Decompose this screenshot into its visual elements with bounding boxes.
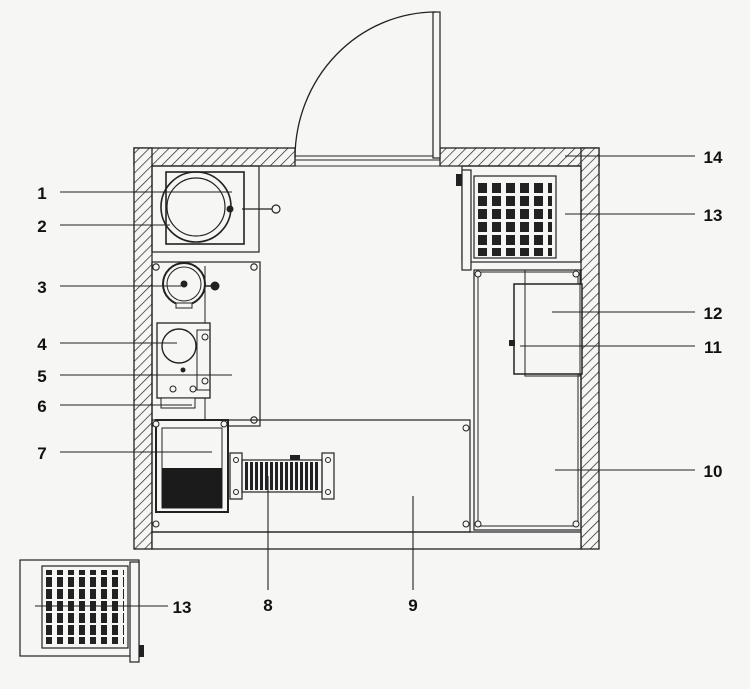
callout-5: 5 <box>37 367 46 386</box>
wash-basin-unit <box>151 165 281 253</box>
callout-14: 14 <box>704 148 723 167</box>
room-walls <box>133 147 600 550</box>
fin-heater-unit <box>229 452 335 500</box>
sink-unit <box>151 419 471 533</box>
callout-labels: 1 2 3 4 5 6 7 8 9 10 11 12 13 14 13 <box>37 148 723 617</box>
callout-3: 3 <box>37 278 46 297</box>
callout-10: 10 <box>704 462 723 481</box>
callout-6: 6 <box>37 397 46 416</box>
mixer-appliance <box>156 322 211 409</box>
callout-13-detached: 13 <box>173 598 192 617</box>
ventilation-unit-detached <box>19 559 144 663</box>
callout-11: 11 <box>704 338 722 357</box>
entry-door <box>294 11 441 161</box>
callout-13: 13 <box>704 206 723 225</box>
callout-9: 9 <box>408 596 417 615</box>
callout-1: 1 <box>37 184 46 203</box>
callout-4: 4 <box>37 335 47 354</box>
callout-7: 7 <box>37 444 46 463</box>
callout-2: 2 <box>37 217 46 236</box>
callout-12: 12 <box>704 304 723 323</box>
ventilation-unit-top <box>456 165 582 271</box>
callout-8: 8 <box>263 596 272 615</box>
appliance-box <box>509 269 583 377</box>
pot-appliance <box>162 262 220 430</box>
leader-lines <box>35 155 695 607</box>
